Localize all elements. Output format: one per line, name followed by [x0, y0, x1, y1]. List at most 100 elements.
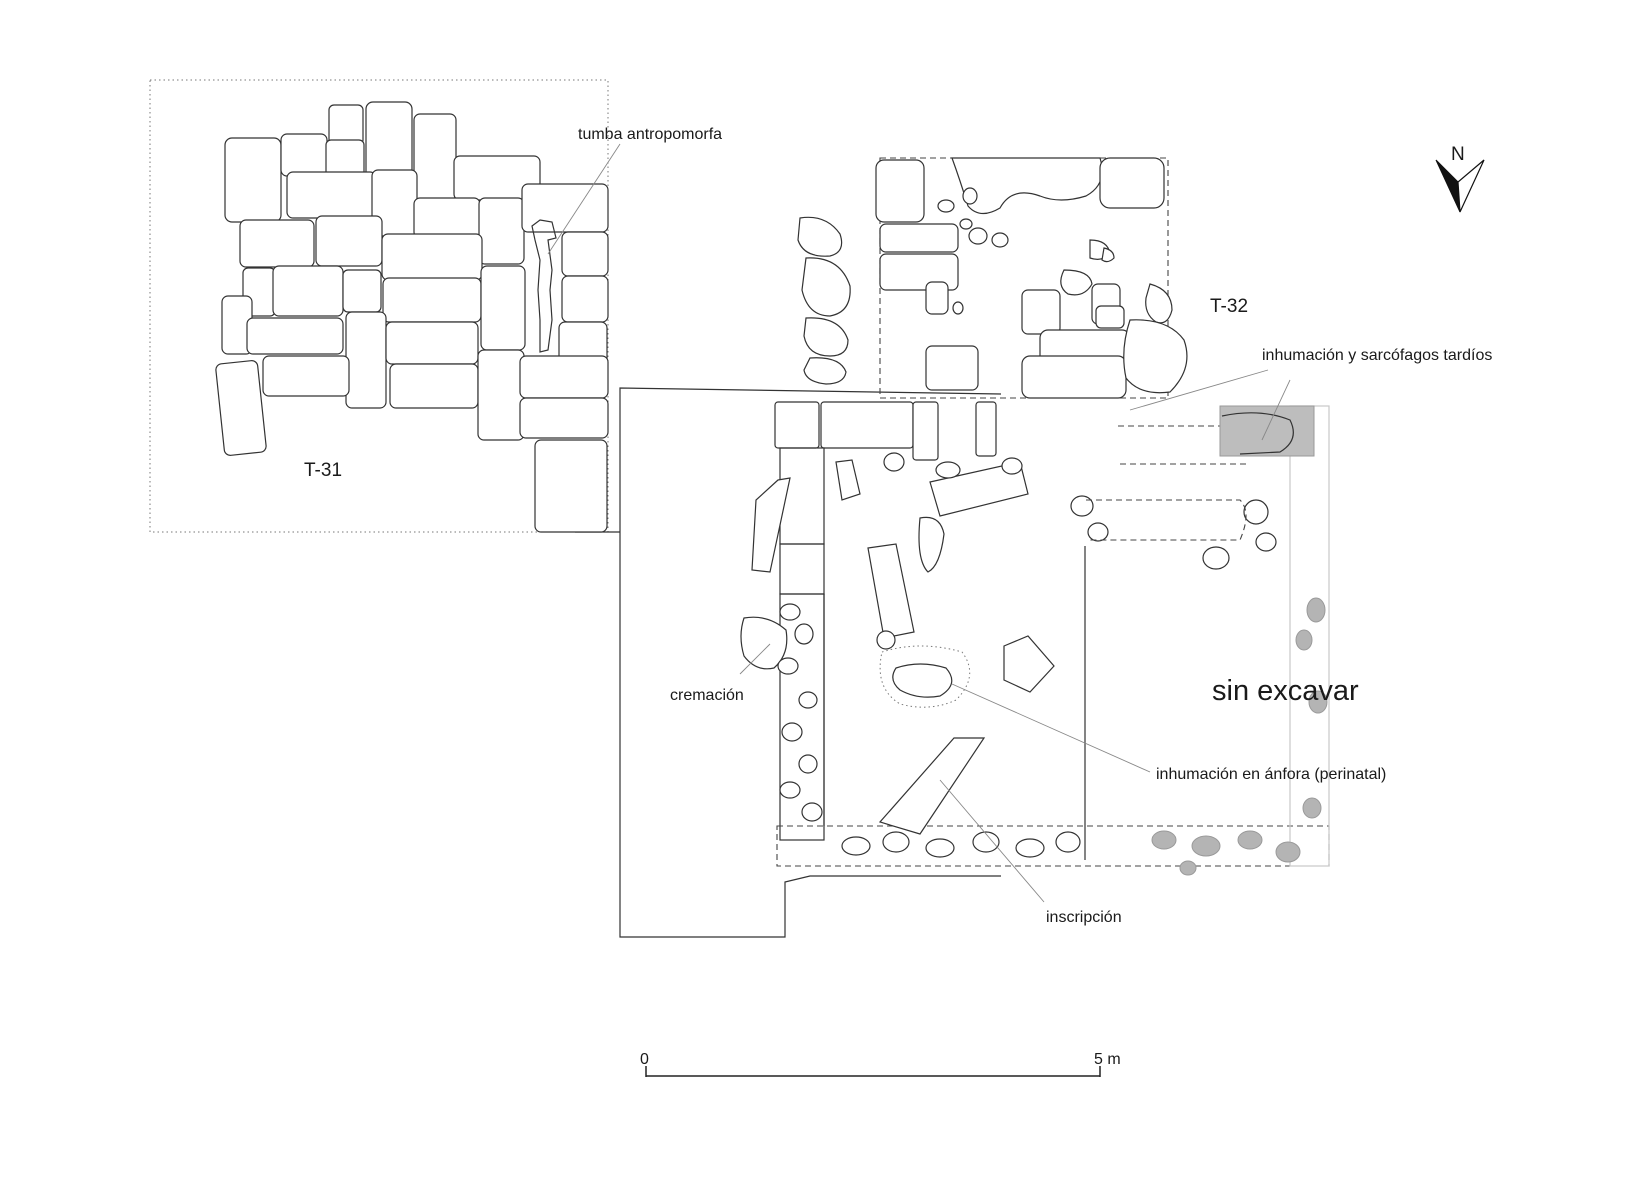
- cremation-pit: [740, 616, 788, 670]
- stone-block: [798, 691, 818, 709]
- stone-block: [867, 543, 915, 639]
- stone-block: [1145, 283, 1173, 324]
- stone-block: [561, 231, 609, 277]
- stone-block: [959, 218, 973, 230]
- stone-block: [991, 232, 1009, 248]
- stone-block: [519, 355, 609, 399]
- stone-block: [1099, 157, 1165, 209]
- stone-block: [246, 317, 344, 355]
- stone-block: [1123, 319, 1188, 394]
- stone-block: [751, 477, 791, 573]
- stone-block: [774, 401, 820, 449]
- stone-block: [1202, 546, 1230, 570]
- t32-interior-stones: [740, 452, 1055, 835]
- stone-block: [1306, 597, 1326, 623]
- stone-block: [879, 253, 959, 291]
- scale-bar-start-label: 0: [640, 1051, 649, 1068]
- stone-block: [925, 281, 949, 315]
- leader-inhumacion-sarcofagos-2: [1261, 379, 1291, 441]
- stone-block: [345, 311, 387, 409]
- label-tumba-antropomorfa: tumba antropomorfa: [578, 126, 722, 143]
- stone-block: [841, 836, 871, 856]
- scale-bar-end-label: 5 m: [1094, 1051, 1121, 1068]
- stone-block: [328, 104, 364, 146]
- stone-block: [803, 317, 849, 357]
- stone-block: [918, 516, 945, 573]
- stone-block: [879, 223, 959, 253]
- stone-block: [1237, 830, 1263, 850]
- stone-block: [820, 401, 914, 449]
- label-inhumacion-sarcofagos: inhumación y sarcófagos tardíos: [1262, 347, 1492, 364]
- stone-block: [1095, 305, 1125, 329]
- stone-block: [286, 171, 377, 219]
- stone-block: [937, 199, 955, 213]
- stone-block: [875, 159, 925, 223]
- stone-block: [951, 157, 1103, 215]
- stone-block: [779, 603, 801, 621]
- stone-block: [280, 133, 328, 177]
- leader-lines: [547, 143, 1291, 903]
- leader-tumba-antropomorfa: [547, 143, 621, 255]
- stone-block: [1021, 289, 1061, 335]
- label-inscripcion: inscripción: [1046, 909, 1122, 926]
- stone-block: [797, 216, 843, 257]
- label-inhumacion-anfora: inhumación en ánfora (perinatal): [1156, 766, 1386, 783]
- stone-block: [878, 737, 986, 835]
- stone-block: [224, 137, 282, 223]
- stone-block: [781, 722, 803, 742]
- stone-block: [1308, 690, 1328, 714]
- stone-block: [480, 265, 526, 351]
- stone-block: [262, 355, 350, 397]
- amphora-burial: [892, 663, 953, 698]
- stone-block: [835, 459, 861, 501]
- wall-core: [779, 543, 825, 595]
- scale-bar: 0 5 m: [640, 1051, 1121, 1077]
- leader-inhumacion-sarcofagos: [1129, 369, 1269, 411]
- stone-block: [1295, 629, 1313, 651]
- label-cremacion: cremación: [670, 687, 744, 704]
- stone-block: [882, 831, 910, 853]
- tomb-t32: [740, 157, 1330, 876]
- stone-block: [912, 401, 939, 461]
- stone-block: [1021, 355, 1127, 399]
- late-burial-line: [1221, 412, 1294, 455]
- label-t31: T-31: [304, 460, 342, 481]
- stone-block: [801, 257, 851, 317]
- stone-block: [389, 363, 479, 409]
- stone-block: [972, 831, 1000, 853]
- stone-block: [1255, 532, 1277, 552]
- stone-block: [381, 233, 483, 281]
- stone-block: [1015, 838, 1045, 858]
- stone-block: [1179, 860, 1197, 876]
- stone-block: [1151, 830, 1177, 850]
- stone-block: [477, 349, 525, 441]
- stone-block: [1003, 635, 1055, 693]
- north-arrow-left-half: [1435, 159, 1461, 213]
- stone-block: [519, 397, 609, 439]
- stone-block: [952, 301, 964, 315]
- label-t32: T-32: [1210, 296, 1248, 317]
- t31-stone-blocks: [215, 101, 609, 533]
- t32-north-stones: [797, 157, 1188, 399]
- stone-block: [798, 754, 818, 774]
- stone-block: [1070, 495, 1094, 517]
- stone-block: [935, 461, 961, 479]
- stone-block: [1302, 797, 1322, 819]
- label-sin-excavar: sin excavar: [1212, 675, 1359, 707]
- stone-block: [1191, 835, 1221, 857]
- stone-block: [478, 197, 525, 265]
- t32-main-walls: [774, 401, 1330, 867]
- north-arrow-right-half: [1457, 159, 1485, 213]
- stone-block: [925, 345, 979, 391]
- stone-block: [779, 781, 801, 799]
- stone-block: [929, 461, 1029, 517]
- stone-block: [1101, 247, 1115, 263]
- stone-block: [272, 265, 344, 317]
- stone-block: [413, 113, 457, 201]
- stone-block: [794, 623, 814, 645]
- stone-block: [876, 630, 896, 650]
- late-burials-sarcophagi: [1086, 405, 1315, 541]
- stone-block: [975, 401, 997, 457]
- stone-block: [385, 321, 479, 365]
